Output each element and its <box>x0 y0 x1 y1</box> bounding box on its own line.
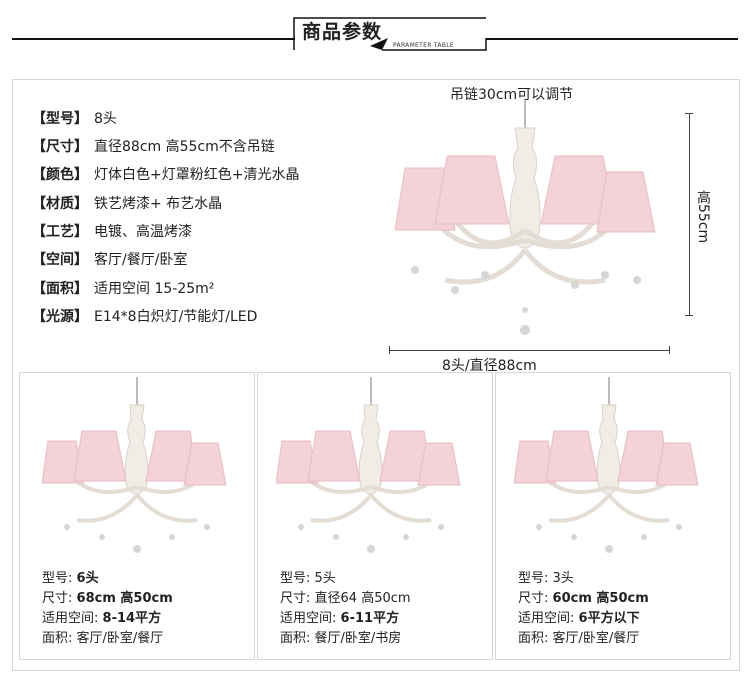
variant-card-5-head: 型号: 5头 尺寸: 直径64 高50cm 适用空间: 6-11平方 面积: 餐… <box>257 372 493 660</box>
variant-size: 尺寸: 直径64 高50cm <box>280 591 411 606</box>
page-title: 商品参数 <box>302 21 383 43</box>
variant-size: 尺寸: 68cm 高50cm <box>42 591 173 606</box>
width-dim-cap-right <box>669 346 670 354</box>
width-dimension-label: 8头/直径88cm <box>440 355 539 375</box>
page-subtitle: PARAMETER TABLE <box>393 42 454 49</box>
height-dimension-line <box>689 113 690 316</box>
spec-row-material: 【材质】铁艺烤漆+ 布艺水晶 <box>32 196 223 212</box>
variant-rooms: 面积: 客厅/卧室/餐厅 <box>42 631 164 646</box>
spec-row-size: 【尺寸】直径88cm 高55cm不含吊链 <box>32 139 275 155</box>
variant-model: 型号: 3头 <box>518 571 574 586</box>
spec-row-light-source: 【光源】E14*8白炽灯/节能灯/LED <box>32 309 258 325</box>
variant-area: 适用空间: 6-11平方 <box>280 611 400 626</box>
variant-rooms: 面积: 餐厅/卧室/书房 <box>280 631 402 646</box>
variant-chandelier-image <box>276 377 461 553</box>
header-rule-left <box>12 38 295 40</box>
spec-row-color: 【颜色】灯体白色+灯罩粉红色+清光水晶 <box>32 167 300 183</box>
content-frame <box>12 79 740 671</box>
variant-model: 型号: 5头 <box>280 571 336 586</box>
spec-row-area: 【面积】适用空间 15-25m² <box>32 281 215 297</box>
variant-area: 适用空间: 8-14平方 <box>42 611 162 626</box>
spec-row-space: 【空间】客厅/餐厅/卧室 <box>32 252 188 268</box>
variant-card-3-head: 型号: 3头 尺寸: 60cm 高50cm 适用空间: 6平方以下 面积: 客厅… <box>495 372 731 660</box>
variant-chandelier-image <box>42 377 227 553</box>
chain-note: 吊链30cm可以调节 <box>450 87 574 103</box>
variant-rooms: 面积: 客厅/卧室/餐厅 <box>518 631 640 646</box>
width-dimension-line <box>389 350 670 351</box>
height-dim-cap-bottom <box>685 315 693 316</box>
variant-model: 型号: 6头 <box>42 571 99 586</box>
variant-card-6-head: 型号: 6头 尺寸: 68cm 高50cm 适用空间: 8-14平方 面积: 客… <box>19 372 255 660</box>
header-title-frame <box>293 17 487 51</box>
height-dimension-label: 高55cm <box>695 190 711 244</box>
width-dim-cap-left <box>389 346 390 354</box>
height-dim-cap-top <box>685 113 693 114</box>
main-chandelier-image <box>394 100 656 335</box>
spec-row-model: 【型号】8头 <box>32 111 117 127</box>
spec-row-craft: 【工艺】电镀、高温烤漆 <box>32 224 192 240</box>
variant-size: 尺寸: 60cm 高50cm <box>518 591 649 606</box>
header-rule-right <box>486 38 738 40</box>
variant-chandelier-image <box>514 377 699 553</box>
variant-area: 适用空间: 6平方以下 <box>518 611 640 626</box>
